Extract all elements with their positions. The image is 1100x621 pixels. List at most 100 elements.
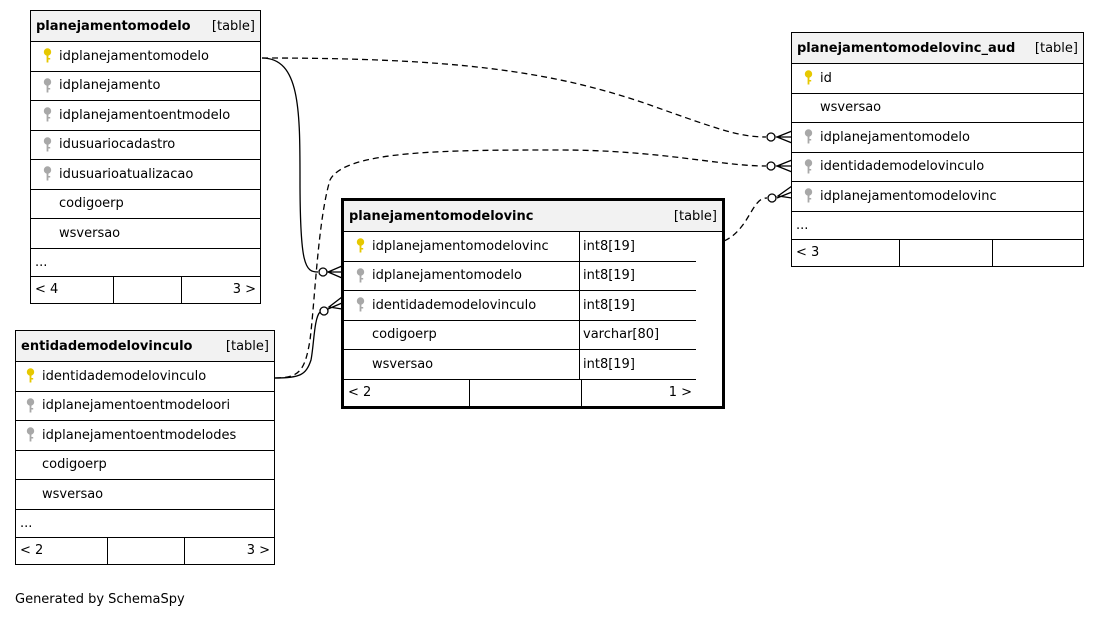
column-row[interactable]: idplanejamento — [31, 72, 260, 101]
column-name: identidademodelovinculo — [42, 368, 207, 384]
table-header: entidademodelovinculo [table] — [16, 331, 274, 362]
table-planejamentomodelo[interactable]: planejamentomodelo [table] idplanejament… — [30, 10, 261, 304]
column-row[interactable]: idusuariocadastro — [31, 131, 260, 160]
column-cell: id — [792, 64, 1083, 93]
footer-right-cell[interactable]: 3 > — [181, 276, 260, 303]
column-cell: idplanejamentoentmodelo — [31, 101, 260, 130]
column-cell: wsversao — [31, 219, 260, 248]
column-type: int8[19] — [579, 350, 696, 379]
relationship-line — [261, 57, 319, 273]
column-row[interactable]: wsversao — [31, 219, 260, 249]
crowfoot-marker — [776, 185, 793, 199]
column-cell: idusuarioatualizacao — [31, 160, 260, 189]
column-row[interactable]: idplanejamentomodelo — [792, 123, 1083, 153]
column-cell: wsversao — [792, 94, 1083, 123]
column-row[interactable]: idplanejamentomodelovinc — [792, 182, 1083, 212]
column-row[interactable]: idplanejamentoentmodelodes — [16, 421, 274, 451]
column-cell: idplanejamentomodelo — [344, 262, 579, 291]
primary-key-icon — [20, 368, 40, 384]
footer-left-cell[interactable]: < 2 — [20, 543, 44, 558]
primary-key-icon — [350, 238, 370, 254]
column-name: codigoerp — [42, 457, 107, 473]
column-list: id wsversao idplanejamentomodelo identidade… — [792, 64, 1083, 266]
column-name: wsversao — [820, 100, 882, 116]
crowfoot-marker — [775, 130, 793, 144]
column-row[interactable]: codigoerp — [31, 190, 260, 219]
column-name: identidademodelovinculo — [820, 159, 985, 175]
column-cell: identidademodelovinculo — [344, 291, 579, 320]
relationship-line — [261, 57, 767, 138]
column-name: idusuarioatualizacao — [59, 166, 194, 182]
column-name: idplanejamentoentmodelodes — [42, 427, 237, 443]
column-row[interactable]: codigoerp — [16, 451, 274, 480]
foreign-key-icon — [20, 398, 40, 414]
column-row[interactable]: idplanejamentomodelo — [31, 42, 260, 72]
foreign-key-icon — [37, 137, 57, 153]
column-name: idusuariocadastro — [59, 137, 176, 153]
foreign-key-icon — [350, 297, 370, 313]
table-header: planejamentomodelovinc [table] — [344, 201, 722, 232]
column-row[interactable]: idusuarioatualizacao — [31, 160, 260, 190]
footer-right-cell[interactable] — [992, 239, 1083, 266]
column-name: idplanejamentomodelo — [59, 48, 209, 64]
table-name: entidademodelovinculo — [21, 338, 193, 354]
table-planejamentomodelovinc-aud[interactable]: planejamentomodelovinc_aud [table] id wsv… — [791, 32, 1084, 267]
crowfoot-marker — [326, 265, 343, 279]
column-row[interactable]: identidademodelovinculo — [792, 153, 1083, 182]
column-row[interactable]: wsversao — [16, 480, 274, 510]
column-cell: wsversao — [344, 350, 579, 379]
footer-left-cell[interactable]: < 4 — [35, 282, 59, 297]
column-name: idplanejamentoentmodelo — [59, 107, 231, 123]
column-type: varchar[80] — [579, 320, 696, 349]
foreign-key-icon — [37, 107, 57, 123]
column-cell: idplanejamentoentmodelodes — [16, 421, 274, 450]
column-cell: codigoerp — [344, 321, 579, 350]
footer-mid-cell — [899, 239, 992, 266]
table-footer: < 2 3 > — [16, 537, 274, 564]
table-entidademodelovinculo[interactable]: entidademodelovinculo [table] identidade… — [15, 330, 275, 565]
column-cell: codigoerp — [31, 190, 260, 219]
generated-by-caption: Generated by SchemaSpy — [15, 592, 185, 607]
column-cell: idplanejamento — [31, 72, 260, 101]
foreign-key-icon — [798, 159, 818, 175]
table-header: planejamentomodelovinc_aud [table] — [792, 33, 1083, 64]
crowfoot-marker — [327, 296, 343, 310]
column-name: codigoerp — [59, 196, 124, 212]
table-kind: [table] — [1034, 40, 1078, 56]
zero-optional-marker — [766, 161, 776, 171]
footer-right-cell[interactable]: 1 > — [581, 379, 696, 406]
column-row[interactable]: wsversao — [792, 94, 1083, 123]
column-name: wsversao — [59, 225, 121, 241]
footer-left-cell[interactable]: < 3 — [796, 245, 820, 260]
column-row[interactable]: idplanejamentoentmodelo — [31, 101, 260, 131]
footer-mid-cell — [107, 537, 184, 564]
table-planejamentomodelovinc[interactable]: planejamentomodelovinc [table] idplaneja… — [341, 198, 725, 409]
column-row[interactable]: idplanejamentoentmodeloori — [16, 392, 274, 421]
foreign-key-icon — [350, 268, 370, 284]
zero-optional-marker — [319, 306, 329, 316]
column-name: id — [820, 70, 832, 86]
zero-optional-marker — [766, 132, 776, 142]
foreign-key-icon — [798, 188, 818, 204]
table-kind: [table] — [211, 18, 255, 34]
footer-left-cell[interactable]: < 2 — [348, 385, 372, 400]
column-row[interactable]: identidademodelovinculo — [16, 362, 274, 392]
zero-optional-marker — [318, 267, 328, 277]
footer-mid-cell — [113, 276, 181, 303]
column-cell: idplanejamentomodelo — [792, 123, 1083, 152]
footer-right-cell[interactable]: 3 > — [184, 537, 274, 564]
column-type: int8[19] — [579, 261, 696, 290]
table-kind: [table] — [673, 208, 717, 224]
more-columns-ellipsis: ... — [16, 510, 274, 538]
column-cell: codigoerp — [16, 451, 274, 480]
column-row[interactable]: id — [792, 64, 1083, 94]
column-name: wsversao — [42, 486, 104, 502]
column-name: idplanejamentoentmodeloori — [42, 398, 231, 414]
column-cell: idplanejamentomodelovinc — [792, 182, 1083, 211]
